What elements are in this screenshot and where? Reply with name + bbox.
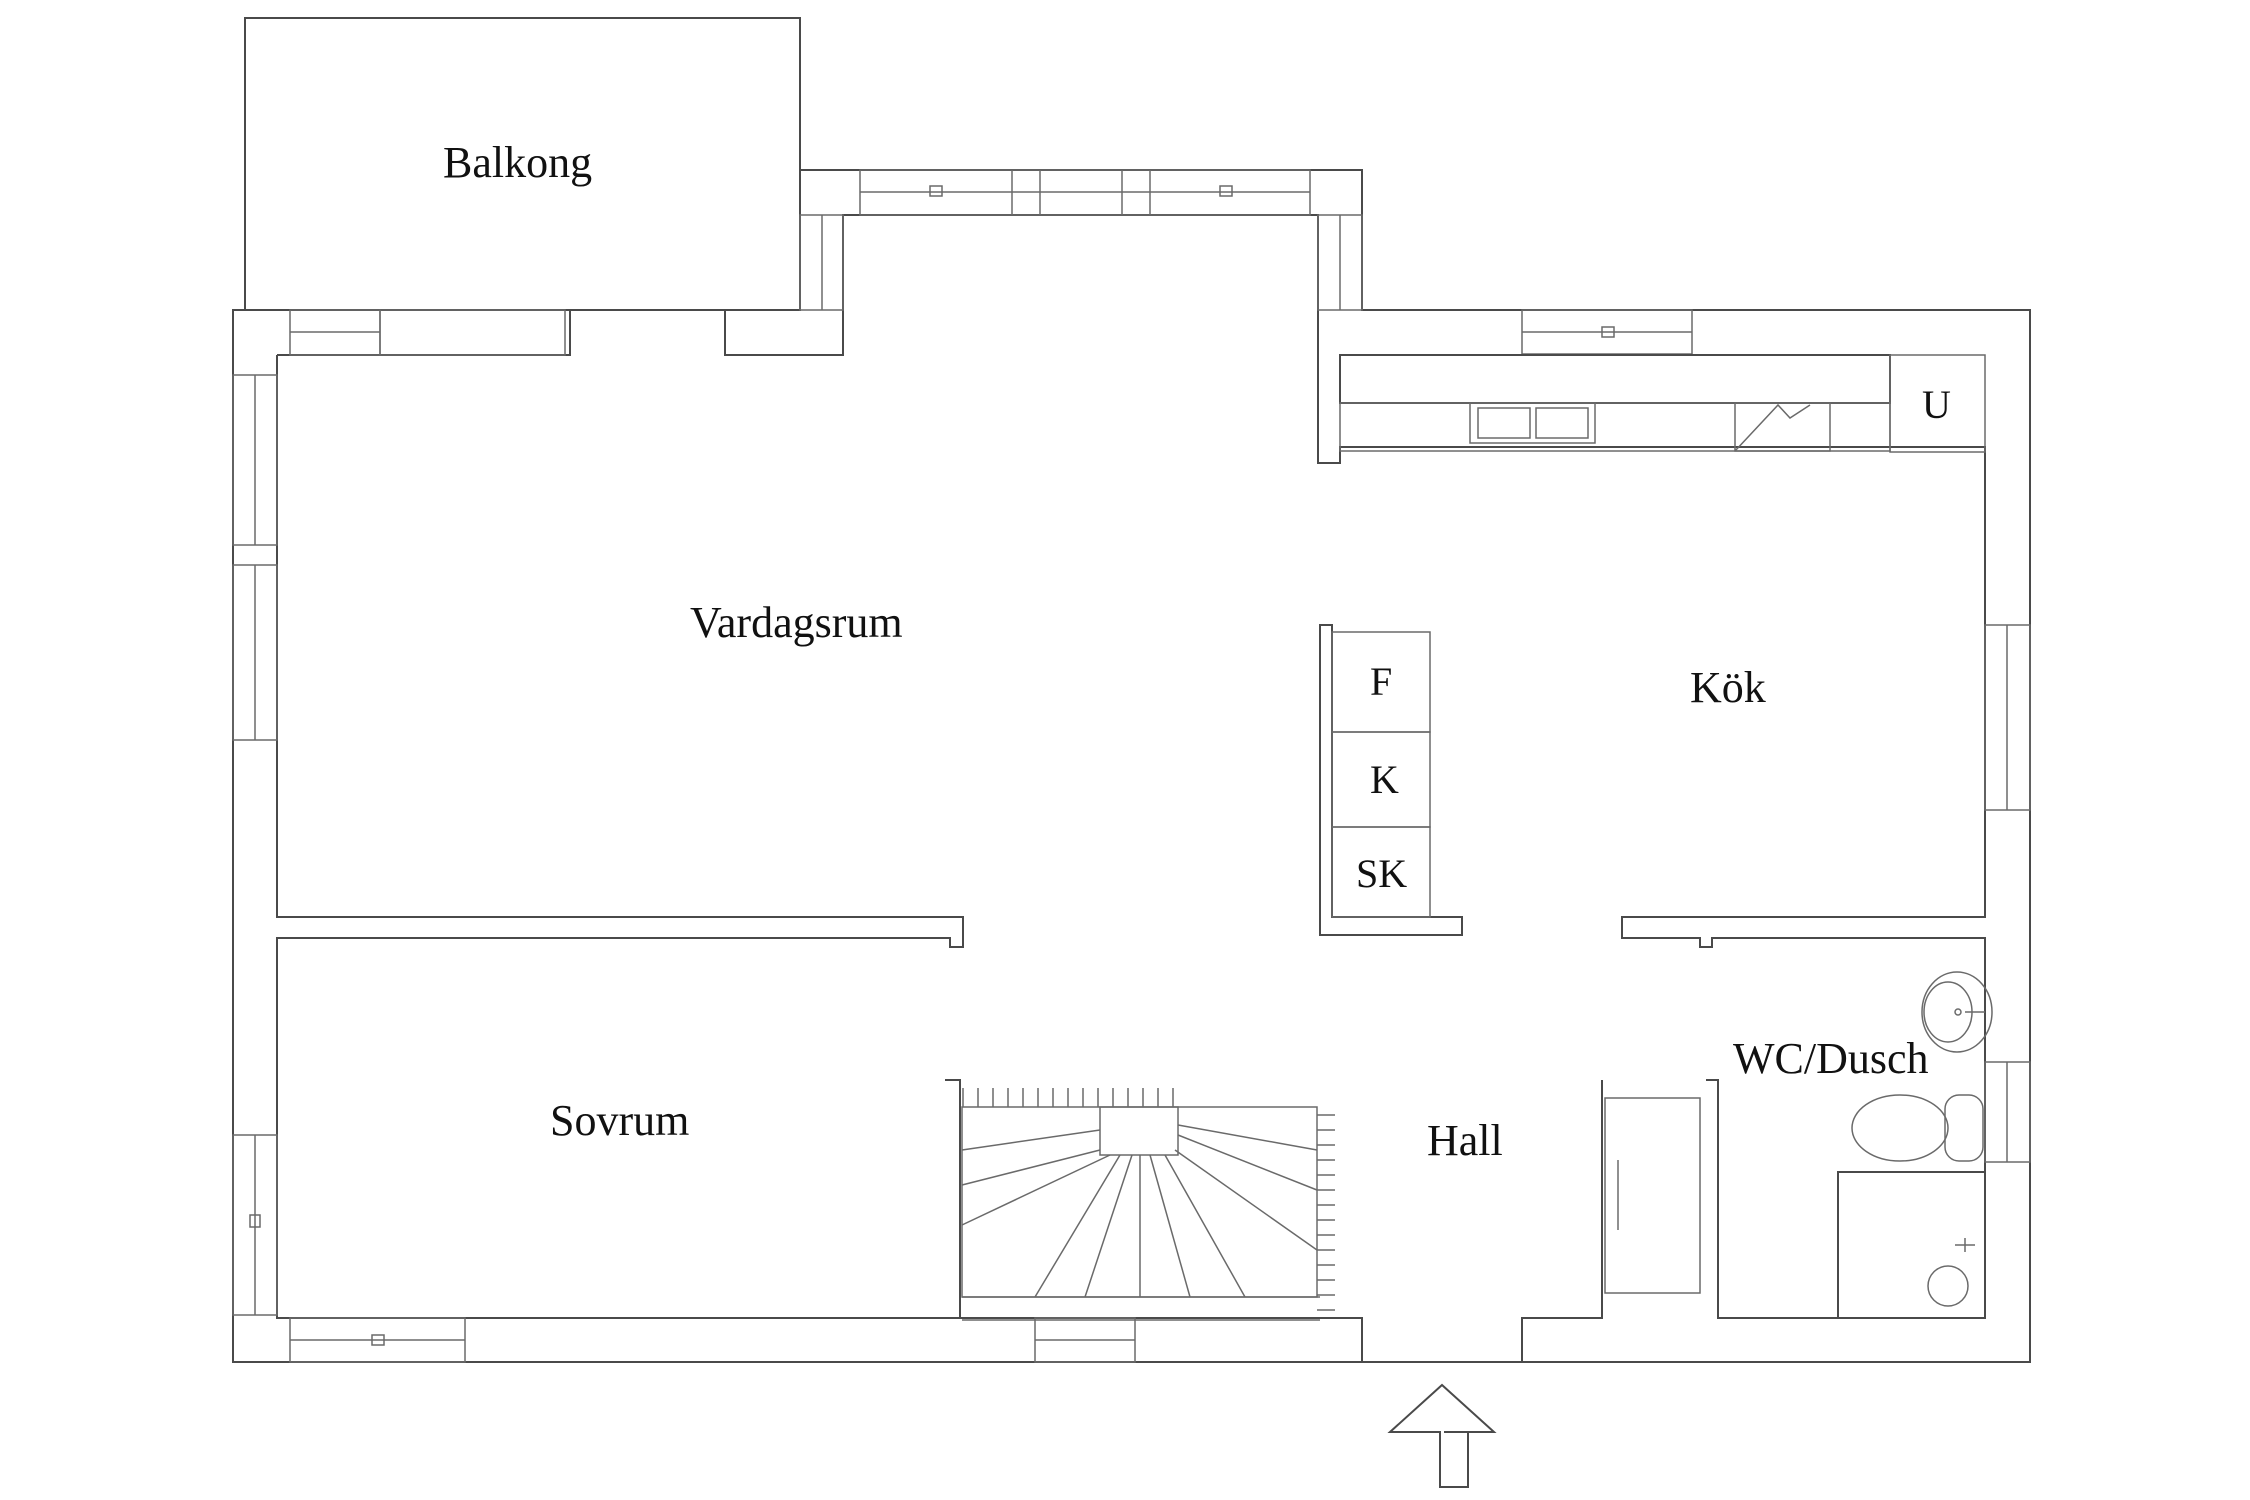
bathroom-fixtures [1837, 971, 1993, 1319]
storage-column [1319, 624, 1463, 936]
hall-wardrobe [1604, 1097, 1701, 1294]
fixture-label-oven: U [1922, 382, 1951, 427]
room-label-sovrum: Sovrum [550, 1096, 689, 1145]
room-label-wc-dusch: WC/Dusch [1733, 1034, 1929, 1083]
fixture-label-freezer: K [1370, 757, 1399, 802]
fixture-label-wardrobe: SK [1356, 851, 1407, 896]
fixture-label-fridge: F [1370, 659, 1392, 704]
room-label-kok: Kök [1690, 663, 1766, 712]
room-label-balkong: Balkong [443, 138, 592, 187]
windows [232, 169, 2031, 1363]
entrance-arrow-icon [1387, 1383, 1497, 1488]
outer-wall [232, 169, 2031, 1363]
kitchen-counter [1339, 354, 1986, 453]
room-label-vardagsrum: Vardagsrum [690, 598, 903, 647]
staircase [945, 1079, 1335, 1321]
room-label-hall: Hall [1427, 1116, 1503, 1165]
